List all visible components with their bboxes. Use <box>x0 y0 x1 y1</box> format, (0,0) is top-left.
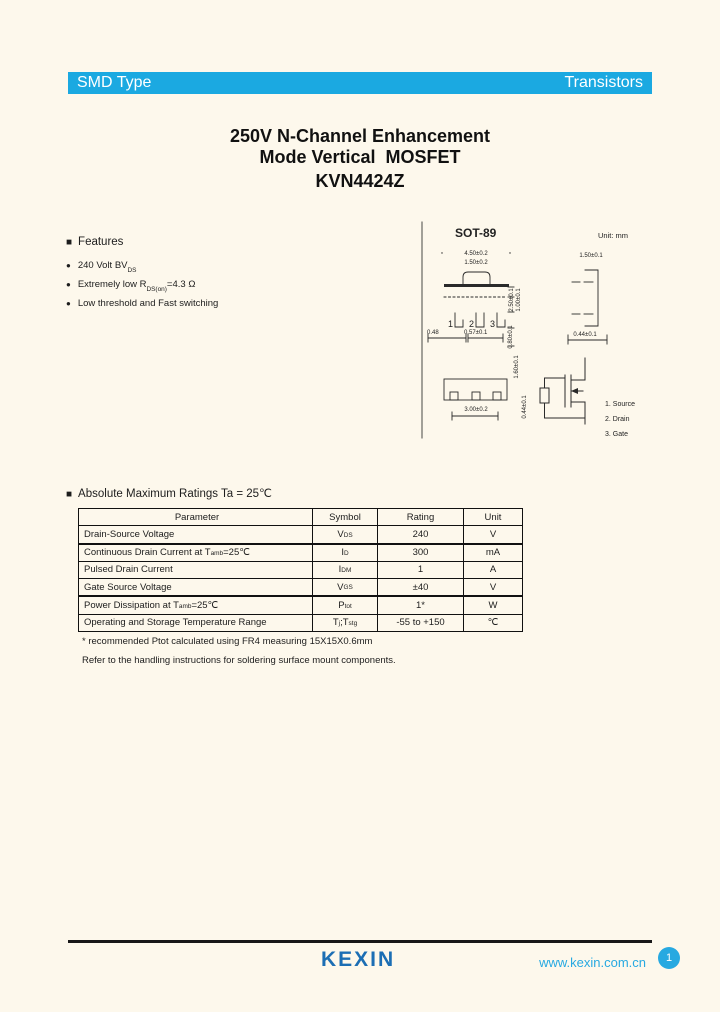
sot89-outline-svg: SOT-89 Unit: mm <box>421 221 635 439</box>
ratings-heading-label: Absolute Maximum Ratings Ta = 25℃ <box>78 488 272 500</box>
ratings-table: Parameter Symbol Rating Unit Drain-Sourc… <box>78 508 523 632</box>
features-heading-label: Features <box>78 236 124 248</box>
part-number: KVN4424Z <box>315 171 405 191</box>
mosfet-symbol <box>539 357 586 425</box>
table-header-row: Parameter Symbol Rating Unit <box>79 509 522 527</box>
header-right-label: Transistors <box>564 74 643 91</box>
cell-rating: 300 <box>378 544 464 561</box>
bullet-icon: ● <box>66 299 71 308</box>
cell-unit: V <box>489 528 497 540</box>
pin-number-2: 2 <box>469 319 474 329</box>
cell-parameter: Pulsed Drain Current <box>79 561 313 579</box>
page-number-badge: 1 <box>658 947 680 969</box>
cell-unit: A <box>489 564 497 576</box>
cell-rating: ±40 <box>378 579 464 596</box>
section-marker-icon: ■ <box>66 489 73 500</box>
website-link[interactable]: www.kexin.com.cn <box>539 955 646 970</box>
front-view <box>427 252 515 347</box>
footnote-ptot: * recommended Ptot calculated using FR4 … <box>82 636 373 647</box>
cell-parameter: Drain-Source Voltage <box>79 526 313 543</box>
bottom-view <box>443 378 508 421</box>
cell-parameter: Operating and Storage Temperature Range <box>79 614 313 631</box>
cell-rating: 1 <box>378 561 464 579</box>
dim-side-lead-width: 0.44±0.1 <box>573 332 597 338</box>
ratings-heading: ■ Absolute Maximum Ratings Ta = 25℃ <box>66 486 272 500</box>
pin-number-3: 3 <box>490 319 495 329</box>
dim-bottom-width: 3.00±0.2 <box>464 407 488 413</box>
dim-lead-offset: 0.48 <box>427 330 439 336</box>
features-heading: ■ Features <box>66 236 396 248</box>
header-left-label: SMD Type <box>77 74 152 91</box>
feature-item: ● 240 Volt BVDS <box>66 256 396 275</box>
col-symbol: Symbol <box>313 509 378 526</box>
dim-lead-pitch: 0.57±0.1 <box>464 330 488 336</box>
dim-lead-thickness: 0.44±0.1 <box>522 395 528 419</box>
feature-item-label: Low threshold and Fast switching <box>77 298 219 309</box>
pin-legend-drain: 2. Drain <box>605 416 630 423</box>
dim-body-height: 2.50±0.1 <box>509 288 515 312</box>
unit-note-label: Unit: mm <box>598 231 628 240</box>
cell-rating: -55 to +150 <box>378 614 464 631</box>
feature-item: ● Low threshold and Fast switching <box>66 294 396 313</box>
cell-unit: W <box>488 600 498 612</box>
col-parameter: Parameter <box>79 509 313 526</box>
cell-rating: 1* <box>378 597 464 614</box>
header-bar: SMD Type Transistors <box>68 72 652 94</box>
dim-lead-length: 0.80±0.1 <box>508 325 514 349</box>
cell-unit: ℃ <box>487 617 499 629</box>
pin-legend-gate: 3. Gate <box>605 431 628 438</box>
feature-item-label: 240 Volt BVDS <box>77 260 137 275</box>
footnote-handling: Refer to the handling instructions for s… <box>82 655 396 666</box>
feature-item: ● Extremely low RDS(on)=4.3 Ω <box>66 275 396 294</box>
dim-tab-width: 1.50±0.2 <box>464 260 488 266</box>
cell-rating: 240 <box>378 526 464 543</box>
dim-side-pitch: 1.50±0.1 <box>579 253 603 259</box>
table-row: Operating and Storage Temperature Range … <box>79 614 522 631</box>
bullet-icon: ● <box>66 261 71 270</box>
title-line-1: 250V N-Channel Enhancement <box>229 126 491 146</box>
col-rating: Rating <box>378 509 464 526</box>
features-section: ■ Features ● 240 Volt BVDS ● Extremely low … <box>66 236 396 313</box>
package-drawing: SOT-89 Unit: mm <box>405 200 675 467</box>
dim-body-width: 4.50±0.2 <box>464 251 488 257</box>
col-unit: Unit <box>484 511 502 523</box>
page-title: 250V N-Channel Enhancement Mode Vertical… <box>0 126 720 192</box>
dim-tab-length: 1.60±0.1 <box>514 355 520 379</box>
cell-parameter: Gate Source Voltage <box>79 579 313 596</box>
title-line-2: Mode Vertical MOSFET <box>259 147 461 167</box>
cell-unit: mA <box>485 547 501 559</box>
package-name-label: SOT-89 <box>455 226 497 240</box>
cell-unit: V <box>489 581 497 593</box>
section-marker-icon: ■ <box>66 237 73 248</box>
kexin-logo: KEXIN <box>321 948 396 971</box>
side-view <box>567 269 608 345</box>
feature-item-label: Extremely low RDS(on)=4.3 Ω <box>77 279 196 294</box>
dim-mid-height: 1.00±0.1 <box>516 288 522 312</box>
bullet-icon: ● <box>66 280 71 289</box>
pin-legend-source: 1. Source <box>605 401 635 408</box>
pin-number-1: 1 <box>448 319 453 329</box>
footer-divider <box>68 940 652 943</box>
